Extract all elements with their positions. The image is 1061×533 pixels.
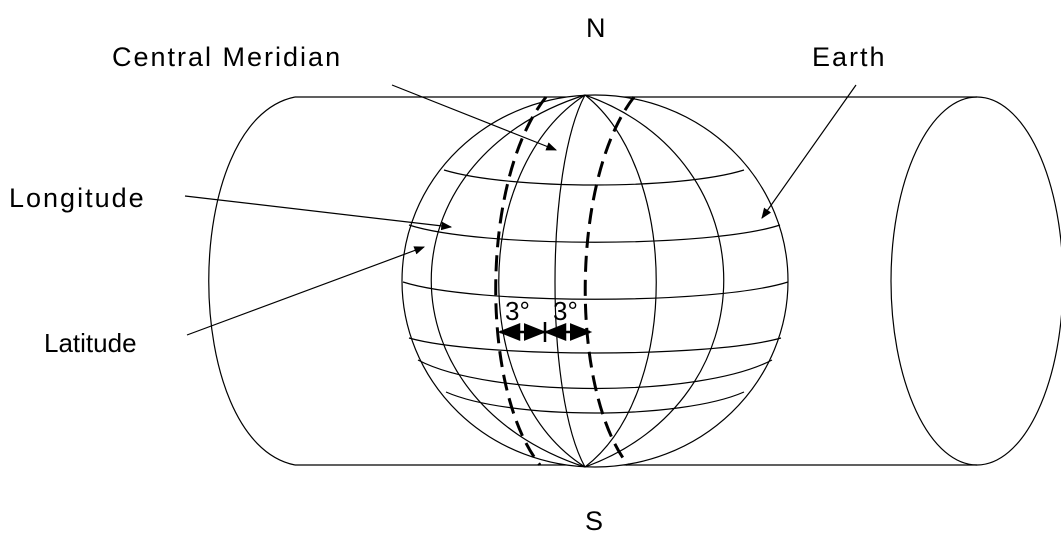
cylinder-right-end <box>890 96 1061 466</box>
latitude-line <box>408 337 782 354</box>
longitude-label: Longitude <box>9 183 146 213</box>
latitude-line <box>445 391 745 414</box>
leader-arrows <box>184 84 857 336</box>
cylinder-left-end <box>208 96 296 466</box>
earth-label: Earth <box>812 42 887 72</box>
north-label: N <box>586 13 608 43</box>
central-meridian-leader <box>391 84 558 151</box>
globe-outline <box>401 94 789 468</box>
south-label: S <box>585 506 605 533</box>
central-meridian-label: Central Meridian <box>112 42 342 72</box>
central-meridian-line <box>554 94 586 468</box>
latitude-line <box>443 169 745 186</box>
latitude-line <box>408 224 781 243</box>
angle-dimension: 3° 3° <box>497 296 593 342</box>
earth-leader <box>761 84 857 219</box>
angle-left-label: 3° <box>505 296 530 326</box>
labels: N S Central Meridian Earth Longitude Lat… <box>9 13 887 533</box>
zone-boundary-right-dashed <box>583 96 636 466</box>
latitude-label: Latitude <box>44 328 137 358</box>
latitude-line <box>402 281 789 300</box>
cylinder <box>208 96 1061 466</box>
longitude-line <box>498 94 586 468</box>
longitude-line <box>584 94 657 468</box>
zone-boundary-left-dashed <box>494 96 548 466</box>
angle-right-label: 3° <box>553 296 578 326</box>
longitude-leader <box>184 195 453 231</box>
earth-globe <box>401 94 789 468</box>
longitude-line <box>584 94 725 468</box>
latitude-leader <box>186 246 426 336</box>
